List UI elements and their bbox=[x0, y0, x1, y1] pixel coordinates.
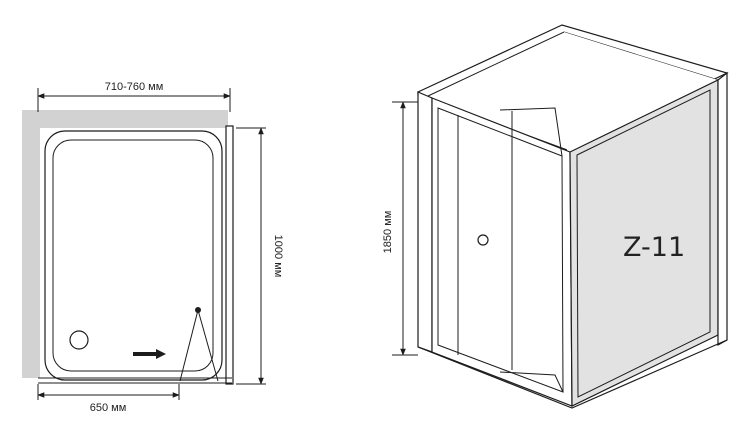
iso-view: Z-11 1850 мм bbox=[382, 24, 729, 409]
door-width-label: 650 мм bbox=[90, 402, 127, 414]
height-label: 1850 мм bbox=[382, 211, 394, 254]
width-label: 710-760 мм bbox=[105, 81, 164, 93]
plan-view: 710-760 мм 1000 мм 650 мм bbox=[22, 81, 284, 414]
door-swing-line bbox=[179, 309, 199, 382]
iso-door-fold-panel bbox=[499, 107, 563, 157]
iso-door-fold-bottom bbox=[499, 371, 564, 393]
drain-icon bbox=[69, 330, 89, 350]
side-glass-panel bbox=[225, 125, 234, 385]
shower-tray-inner bbox=[52, 139, 214, 372]
iso-left-profile bbox=[417, 91, 433, 353]
iso-right-profile bbox=[717, 71, 728, 347]
iso-door-inner bbox=[437, 107, 564, 393]
model-label: Z-11 bbox=[623, 232, 685, 263]
door-knob-icon bbox=[477, 234, 489, 246]
door-direction-arrow bbox=[133, 349, 166, 359]
iso-side-panel-inner bbox=[576, 89, 711, 398]
door-swing-line bbox=[197, 309, 219, 382]
iso-bottom-edge bbox=[417, 339, 728, 409]
depth-label: 1000 мм bbox=[272, 235, 284, 278]
